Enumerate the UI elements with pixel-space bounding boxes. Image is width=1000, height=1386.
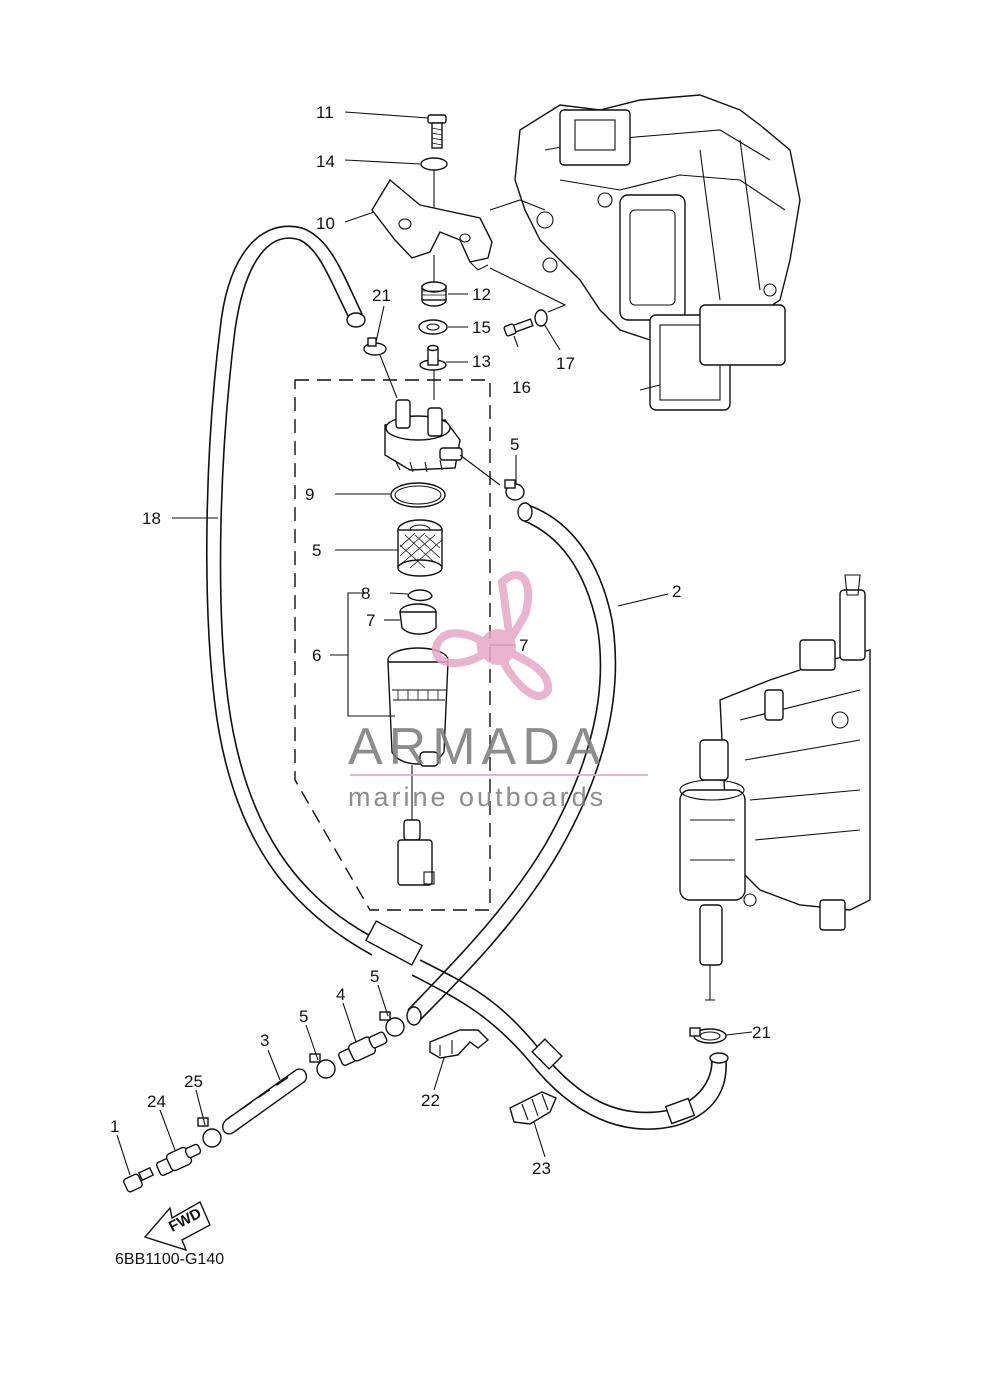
callout-labels: 11 14 10 12 15 13 21 16 17 5 9 5 8 7 6 1… xyxy=(110,103,771,1178)
clamp-5-left xyxy=(309,1053,336,1079)
callout-22: 22 xyxy=(421,1091,440,1110)
callout-17: 15 xyxy=(472,318,491,337)
clamp-5-middle xyxy=(379,1011,405,1037)
bracket-12 xyxy=(371,178,493,271)
grommet-14 xyxy=(421,281,447,307)
callout-2: 2 xyxy=(672,582,681,601)
callout-4: 4 xyxy=(336,985,345,1004)
joint-4 xyxy=(337,1031,388,1067)
callout-11: 9 xyxy=(305,485,314,504)
callout-16: 14 xyxy=(316,152,335,171)
propeller-logo-icon xyxy=(432,571,553,700)
callout-24: 24 xyxy=(147,1092,166,1111)
filter-assembly-boundary xyxy=(294,379,491,911)
callout-5-left: 5 xyxy=(299,1007,308,1026)
callout-14: 12 xyxy=(472,285,491,304)
callout-13: 11 xyxy=(316,103,334,122)
callout-25: 25 xyxy=(184,1072,203,1091)
callout-6: 7 xyxy=(519,636,528,655)
hose-3 xyxy=(222,1068,308,1135)
callout-18: 16 xyxy=(512,378,531,397)
plug-1 xyxy=(123,1166,155,1193)
filter-cup-8 xyxy=(387,647,449,886)
holder-23 xyxy=(509,1091,557,1125)
callout-1: 1 xyxy=(110,1117,119,1136)
callout-3: 3 xyxy=(260,1031,269,1050)
o-ring-11 xyxy=(390,482,446,508)
hose-2 xyxy=(406,502,617,1026)
callout-12: 10 xyxy=(316,214,335,233)
callout-7: 5 xyxy=(312,541,321,560)
washer-16 xyxy=(420,157,448,171)
callout-21-lower: 21 xyxy=(752,1023,771,1042)
joint-24 xyxy=(155,1143,202,1177)
holder-22 xyxy=(429,1029,490,1059)
washer-19 xyxy=(534,309,548,327)
fwd-arrow-icon: FWD xyxy=(143,1201,211,1252)
bolt-13 xyxy=(427,114,447,149)
clamp-5-right xyxy=(504,479,525,501)
vapor-separator-drawing xyxy=(679,574,871,1001)
watermark-tagline: marine outboards xyxy=(348,782,606,812)
callout-8: 6 xyxy=(312,646,321,665)
callout-9: 7 xyxy=(366,611,375,630)
clip-10 xyxy=(407,589,433,602)
callout-5-middle: 5 xyxy=(370,967,379,986)
hose-20 xyxy=(206,225,729,1130)
watermark-brand: ARMADA xyxy=(348,718,606,776)
filter-element-7 xyxy=(397,519,443,577)
fuel-filter-head xyxy=(384,399,463,473)
clamp-25 xyxy=(197,1117,222,1148)
collar-15 xyxy=(419,344,447,371)
callout-10: 8 xyxy=(361,584,370,603)
callout-20: 18 xyxy=(142,509,161,528)
callout-23: 23 xyxy=(532,1159,551,1178)
engine-block-drawing xyxy=(514,94,801,411)
collar-17 xyxy=(418,319,448,335)
callout-19: 17 xyxy=(556,354,575,373)
clamp-21-lower xyxy=(689,1027,727,1044)
callout-5-right: 5 xyxy=(510,435,519,454)
bolt-18 xyxy=(503,318,534,337)
armada-watermark: ARMADA marine outboards xyxy=(348,571,648,812)
clamp-21-upper xyxy=(363,337,387,356)
part-code: 6BB1100-G140 xyxy=(115,1251,224,1268)
callout-15: 13 xyxy=(472,352,491,371)
callout-21-upper: 21 xyxy=(372,286,391,305)
float-9 xyxy=(399,603,437,635)
